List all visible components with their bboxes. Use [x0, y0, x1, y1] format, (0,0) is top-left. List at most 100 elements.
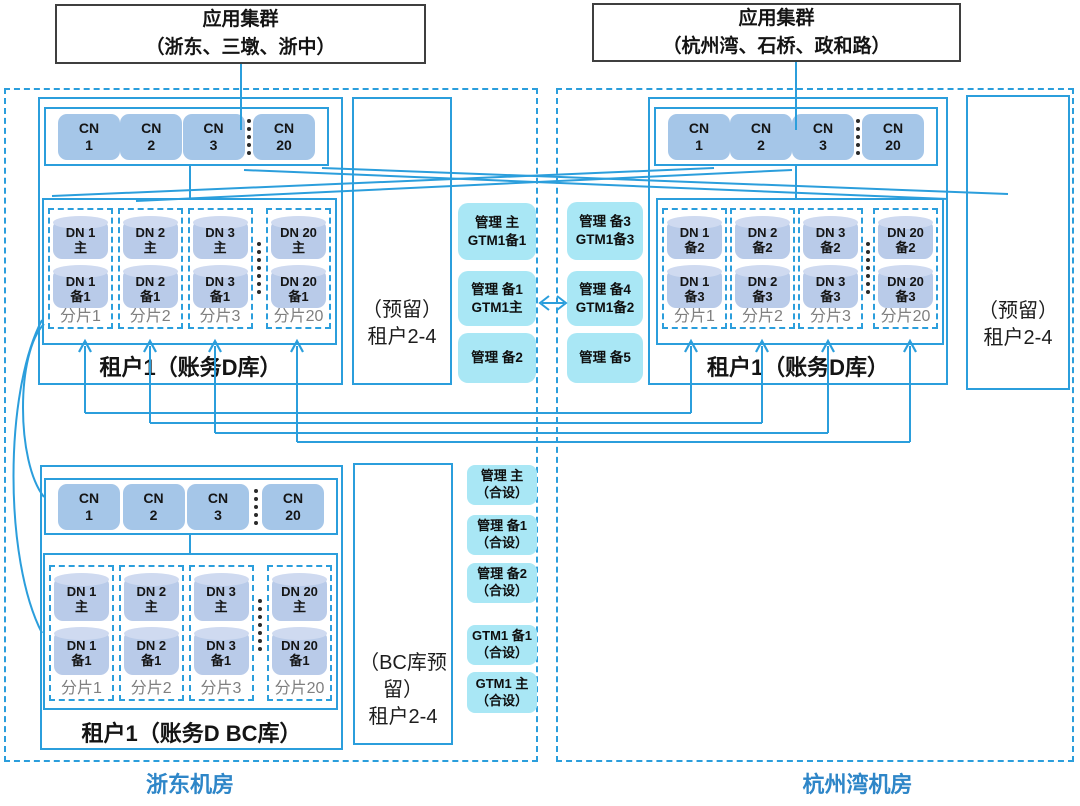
- dn-role: 主: [292, 599, 306, 614]
- dn-name: DN 3: [205, 225, 235, 241]
- shard-tag: 分片3: [199, 308, 241, 326]
- mgmt-node-standby3-gtm1-standby3: 管理 备3 GTM1备3: [567, 202, 643, 260]
- mgmt-node-primary-gtm1-standby1: 管理 主 GTM1备1: [458, 203, 536, 260]
- dn-role: 备2: [820, 239, 841, 255]
- shard-box: DN 1 主 DN 1 备1 分片1: [48, 208, 113, 329]
- shard-tag: 分片2: [129, 308, 171, 326]
- reserved-line: （预留）: [362, 299, 442, 321]
- dn-standby-cylinder: DN 2 备2: [735, 215, 790, 260]
- cn-number: 20: [285, 506, 301, 523]
- dn-standby-cylinder: DN 3 备2: [803, 215, 858, 260]
- cn-number: 2: [149, 506, 158, 523]
- cn-node: CN 1: [58, 113, 120, 160]
- dn-standby-cylinder: DN 2 备1: [123, 627, 179, 675]
- dn-name: DN 3: [815, 225, 846, 241]
- cn-label: CN: [207, 490, 229, 507]
- dn-role: 主: [214, 599, 228, 614]
- mgmt-line: GTM1 备1: [472, 628, 532, 644]
- dn-primary-cylinder: DN 3 主: [192, 215, 248, 260]
- ellipsis-dots: [856, 118, 860, 155]
- cn-node: CN 3: [182, 113, 245, 160]
- reserved-line: 租户2-4: [368, 706, 438, 728]
- shard-box: DN 1 主 DN 1 备1 分片1: [49, 565, 114, 701]
- tenant-label-bottom-left: 租户1（账务D BC库）: [81, 721, 302, 746]
- ellipsis-dots: [866, 242, 870, 343]
- shard-box: DN 2 备2 DN 2 备3 分片2: [730, 208, 795, 329]
- dn-name: DN 2: [135, 274, 166, 290]
- ellipsis-dots: [257, 242, 262, 343]
- mgmt-line: 管理 备1: [477, 518, 527, 534]
- mgmt-node-primary-colocated: 管理 主 （合设）: [467, 465, 537, 505]
- dn-primary-cylinder: DN 1 主: [54, 573, 109, 621]
- mgmt-line: GTM1主: [471, 299, 523, 315]
- mgmt-node-standby2: 管理 备2: [458, 333, 536, 383]
- shard-tag: 分片1: [60, 308, 101, 326]
- dn-role: 备1: [210, 653, 232, 668]
- dn-name: DN 2: [747, 274, 778, 290]
- dn-standby-cylinder: DN 20 备2: [878, 215, 933, 260]
- dn-group-upper-right: DN 1 备2 DN 1 备3 分片1 DN 2 备2 DN 2 备3 分片2 …: [656, 198, 944, 345]
- dn-standby-cylinder: DN 3 备1: [193, 627, 249, 675]
- cn-number: 20: [885, 136, 901, 153]
- dn-role: 备2: [895, 239, 916, 255]
- dn-role: 备1: [288, 288, 309, 304]
- dn-role: 主: [291, 239, 305, 255]
- cn-node: CN 3: [792, 113, 854, 160]
- dn-name: DN 1: [65, 225, 96, 241]
- app-cluster-right-title: 应用集群: [738, 7, 815, 29]
- cn-number: 2: [757, 136, 765, 153]
- app-cluster-left-sites: （浙东、三墩、浙中）: [145, 37, 336, 58]
- cn-node: CN 2: [730, 113, 792, 160]
- cn-node: CN 20: [253, 113, 315, 160]
- cn-row-bottom-left: CN 1 CN 2 CN 3 CN 20: [44, 478, 338, 535]
- mgmt-line: 管理 主: [474, 214, 520, 230]
- shard-box: DN 2 主 DN 2 备1 分片2: [117, 208, 183, 329]
- reserved-box-right: （预留） 租户2-4: [966, 95, 1070, 390]
- dn-role: 备3: [684, 288, 705, 304]
- mgmt-node-standby4-gtm1-standby2: 管理 备4 GTM1备2: [567, 271, 643, 326]
- tenant-label-upper-left: 租户1（账务D库）: [99, 355, 282, 380]
- reserved-box-bottom: （BC库预留） 租户2-4: [353, 463, 453, 745]
- dn-name: DN 20: [280, 274, 317, 290]
- cn-number: 20: [276, 136, 292, 153]
- dn-name: DN 3: [815, 274, 846, 290]
- cn-number: 1: [85, 136, 93, 153]
- reserved-line: （预留）: [978, 300, 1058, 322]
- mgmt-line: （合设）: [475, 485, 528, 500]
- dn-primary-cylinder: DN 2 主: [123, 573, 179, 621]
- cn-node: CN 1: [58, 483, 120, 530]
- dn-name: DN 1: [679, 225, 710, 241]
- cn-label: CN: [141, 120, 162, 137]
- dn-role: 备3: [820, 288, 841, 304]
- dn-name: DN 20: [281, 638, 318, 654]
- shard-tag: 分片1: [674, 308, 715, 326]
- dn-role: 备1: [289, 653, 310, 668]
- dn-role: 主: [143, 239, 157, 255]
- dn-name: DN 1: [679, 274, 710, 290]
- cn-label: CN: [282, 490, 304, 507]
- cn-number: 3: [819, 136, 827, 153]
- mgmt-line: GTM1备1: [467, 232, 527, 248]
- dn-primary-cylinder: DN 1 主: [53, 215, 108, 260]
- datacenter-frame-zhedong: [4, 88, 538, 762]
- cn-label: CN: [143, 490, 164, 507]
- cn-label: CN: [688, 120, 710, 137]
- dn-standby-cylinder: DN 1 备2: [667, 215, 722, 260]
- dn-name: DN 20: [280, 225, 317, 241]
- shard-tag: 分片1: [61, 680, 102, 698]
- dn-role: 备1: [209, 288, 231, 304]
- dn-name: DN 2: [136, 584, 167, 600]
- dn-name: DN 2: [136, 638, 167, 654]
- dn-name: DN 3: [205, 274, 235, 290]
- reserved-line: 租户2-4: [983, 327, 1053, 349]
- ellipsis-dots: [258, 599, 263, 708]
- mgmt-line: 管理 备5: [579, 350, 631, 366]
- shard-tag: 分片20: [273, 308, 324, 326]
- mgmt-line: （合设）: [475, 583, 528, 598]
- dn-primary-cylinder: DN 2 主: [122, 215, 178, 260]
- cn-node: CN 20: [862, 113, 924, 160]
- dn-role: 备1: [71, 653, 92, 668]
- dn-name: DN 2: [135, 225, 166, 241]
- dn-standby-cylinder: DN 3 备1: [192, 265, 248, 309]
- shard-box: DN 20 主 DN 20 备1 分片20: [266, 208, 331, 329]
